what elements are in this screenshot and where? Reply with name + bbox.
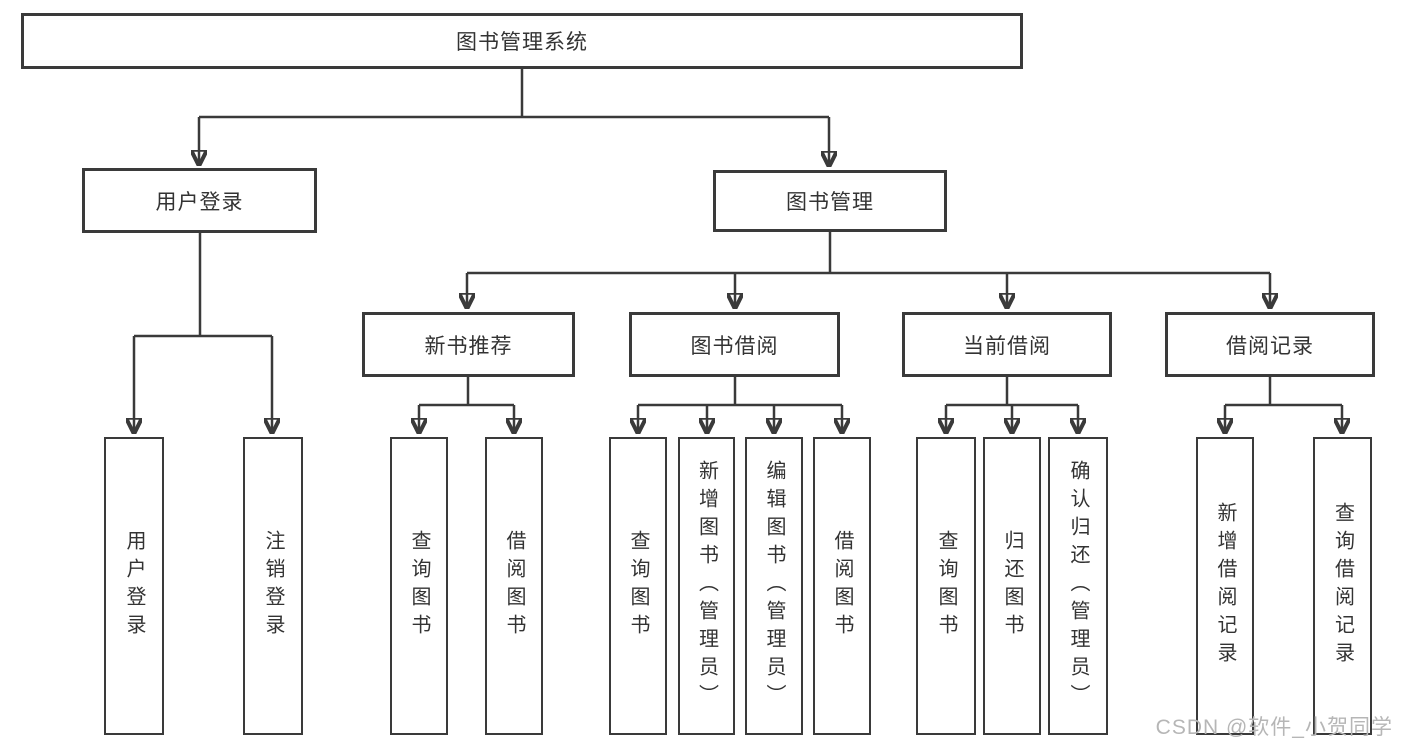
leaf-cb-query-books-label: 查询图书 <box>935 530 957 642</box>
leaf-bb-add-books-admin-label: 新增图书（管理员） <box>695 460 718 712</box>
leaf-br-add-record-label: 新增借阅记录 <box>1214 502 1236 670</box>
csdn-watermark: CSDN @软件_小贺同学 <box>1155 716 1393 739</box>
leaf-bb-borrow-books: 借阅图书 <box>813 437 871 735</box>
leaf-cb-confirm-return-admin: 确认归还（管理员） <box>1048 437 1108 735</box>
leaf-logout: 注销登录 <box>243 437 303 735</box>
leaf-user-login: 用户登录 <box>104 437 164 735</box>
leaf-cb-return-books-label: 归还图书 <box>1001 530 1023 642</box>
node-new-book-recommend: 新书推荐 <box>362 312 575 377</box>
leaf-br-query-record-label: 查询借阅记录 <box>1331 502 1354 670</box>
node-root: 图书管理系统 <box>21 13 1023 69</box>
leaf-cb-query-books: 查询图书 <box>916 437 976 735</box>
leaf-logout-label: 注销登录 <box>262 530 284 642</box>
node-book-management: 图书管理 <box>713 170 947 232</box>
leaf-bb-add-books-admin: 新增图书（管理员） <box>678 437 735 735</box>
leaf-user-login-label: 用户登录 <box>123 530 145 642</box>
leaf-bb-query-books-label: 查询图书 <box>627 530 649 642</box>
leaf-nb-borrow-books-label: 借阅图书 <box>503 530 525 642</box>
leaf-br-query-record: 查询借阅记录 <box>1313 437 1372 735</box>
leaf-nb-query-books: 查询图书 <box>390 437 448 735</box>
leaf-bb-edit-books-admin-label: 编辑图书（管理员） <box>763 460 785 712</box>
leaf-nb-query-books-label: 查询图书 <box>408 530 430 642</box>
node-book-borrow: 图书借阅 <box>629 312 840 377</box>
leaf-bb-borrow-books-label: 借阅图书 <box>831 530 853 642</box>
node-current-borrow: 当前借阅 <box>902 312 1112 377</box>
leaf-cb-confirm-return-admin-label: 确认归还（管理员） <box>1067 460 1089 712</box>
leaf-nb-borrow-books: 借阅图书 <box>485 437 543 735</box>
leaf-bb-query-books: 查询图书 <box>609 437 667 735</box>
node-borrow-records: 借阅记录 <box>1165 312 1375 377</box>
leaf-bb-edit-books-admin: 编辑图书（管理员） <box>745 437 803 735</box>
leaf-br-add-record: 新增借阅记录 <box>1196 437 1254 735</box>
node-user-login: 用户登录 <box>82 168 317 233</box>
leaf-cb-return-books: 归还图书 <box>983 437 1041 735</box>
